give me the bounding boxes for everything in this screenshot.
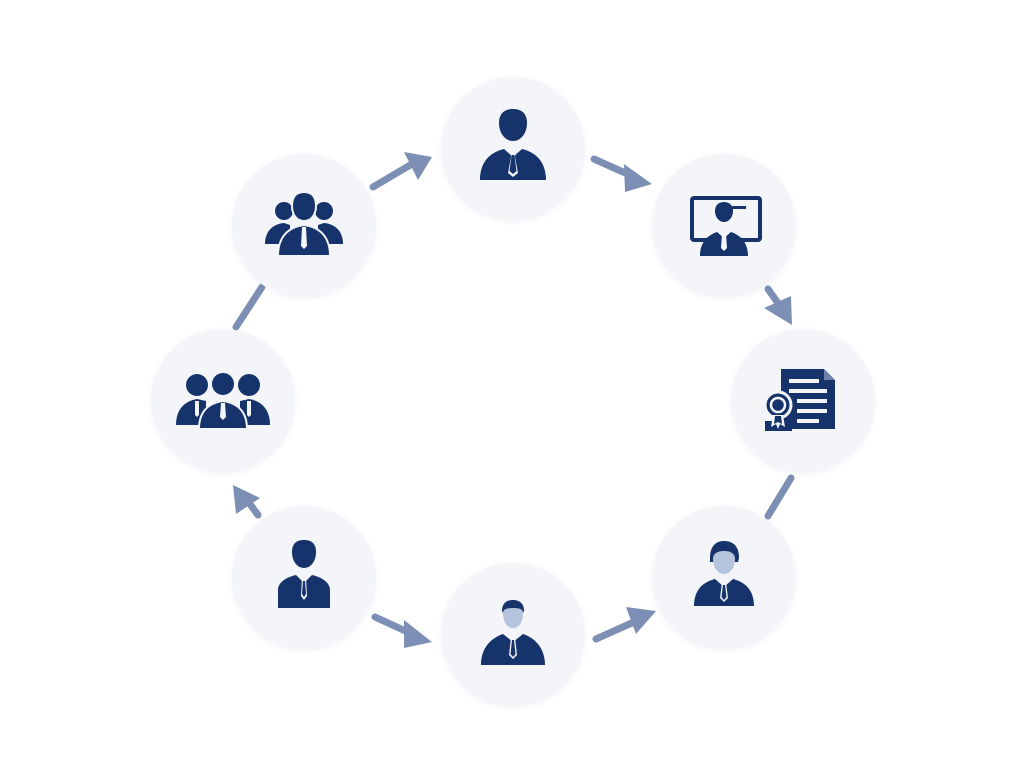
new-hire-icon bbox=[481, 600, 545, 665]
leadership-group-icon bbox=[265, 190, 343, 257]
businessman-icon bbox=[480, 109, 546, 180]
node-lower-left bbox=[232, 506, 376, 650]
employee-icon bbox=[694, 541, 754, 606]
arrow-lowerleft-to-bottom bbox=[371, 613, 416, 638]
arrow-upperleft-to-top bbox=[369, 160, 416, 191]
node-right bbox=[731, 329, 875, 473]
node-bottom bbox=[441, 563, 585, 707]
node-top bbox=[441, 77, 585, 221]
node-upper-left bbox=[232, 154, 376, 298]
node-left bbox=[151, 329, 295, 473]
arrow-bottom-to-lowerright bbox=[592, 618, 638, 643]
node-upper-right bbox=[652, 154, 796, 298]
arrow-top-to-upperright bbox=[590, 155, 636, 180]
video-call-icon bbox=[690, 196, 762, 256]
node-lower-right bbox=[652, 506, 796, 650]
certificate-document-icon bbox=[763, 369, 835, 431]
candidate-icon bbox=[278, 540, 330, 608]
team-icon bbox=[176, 371, 270, 430]
